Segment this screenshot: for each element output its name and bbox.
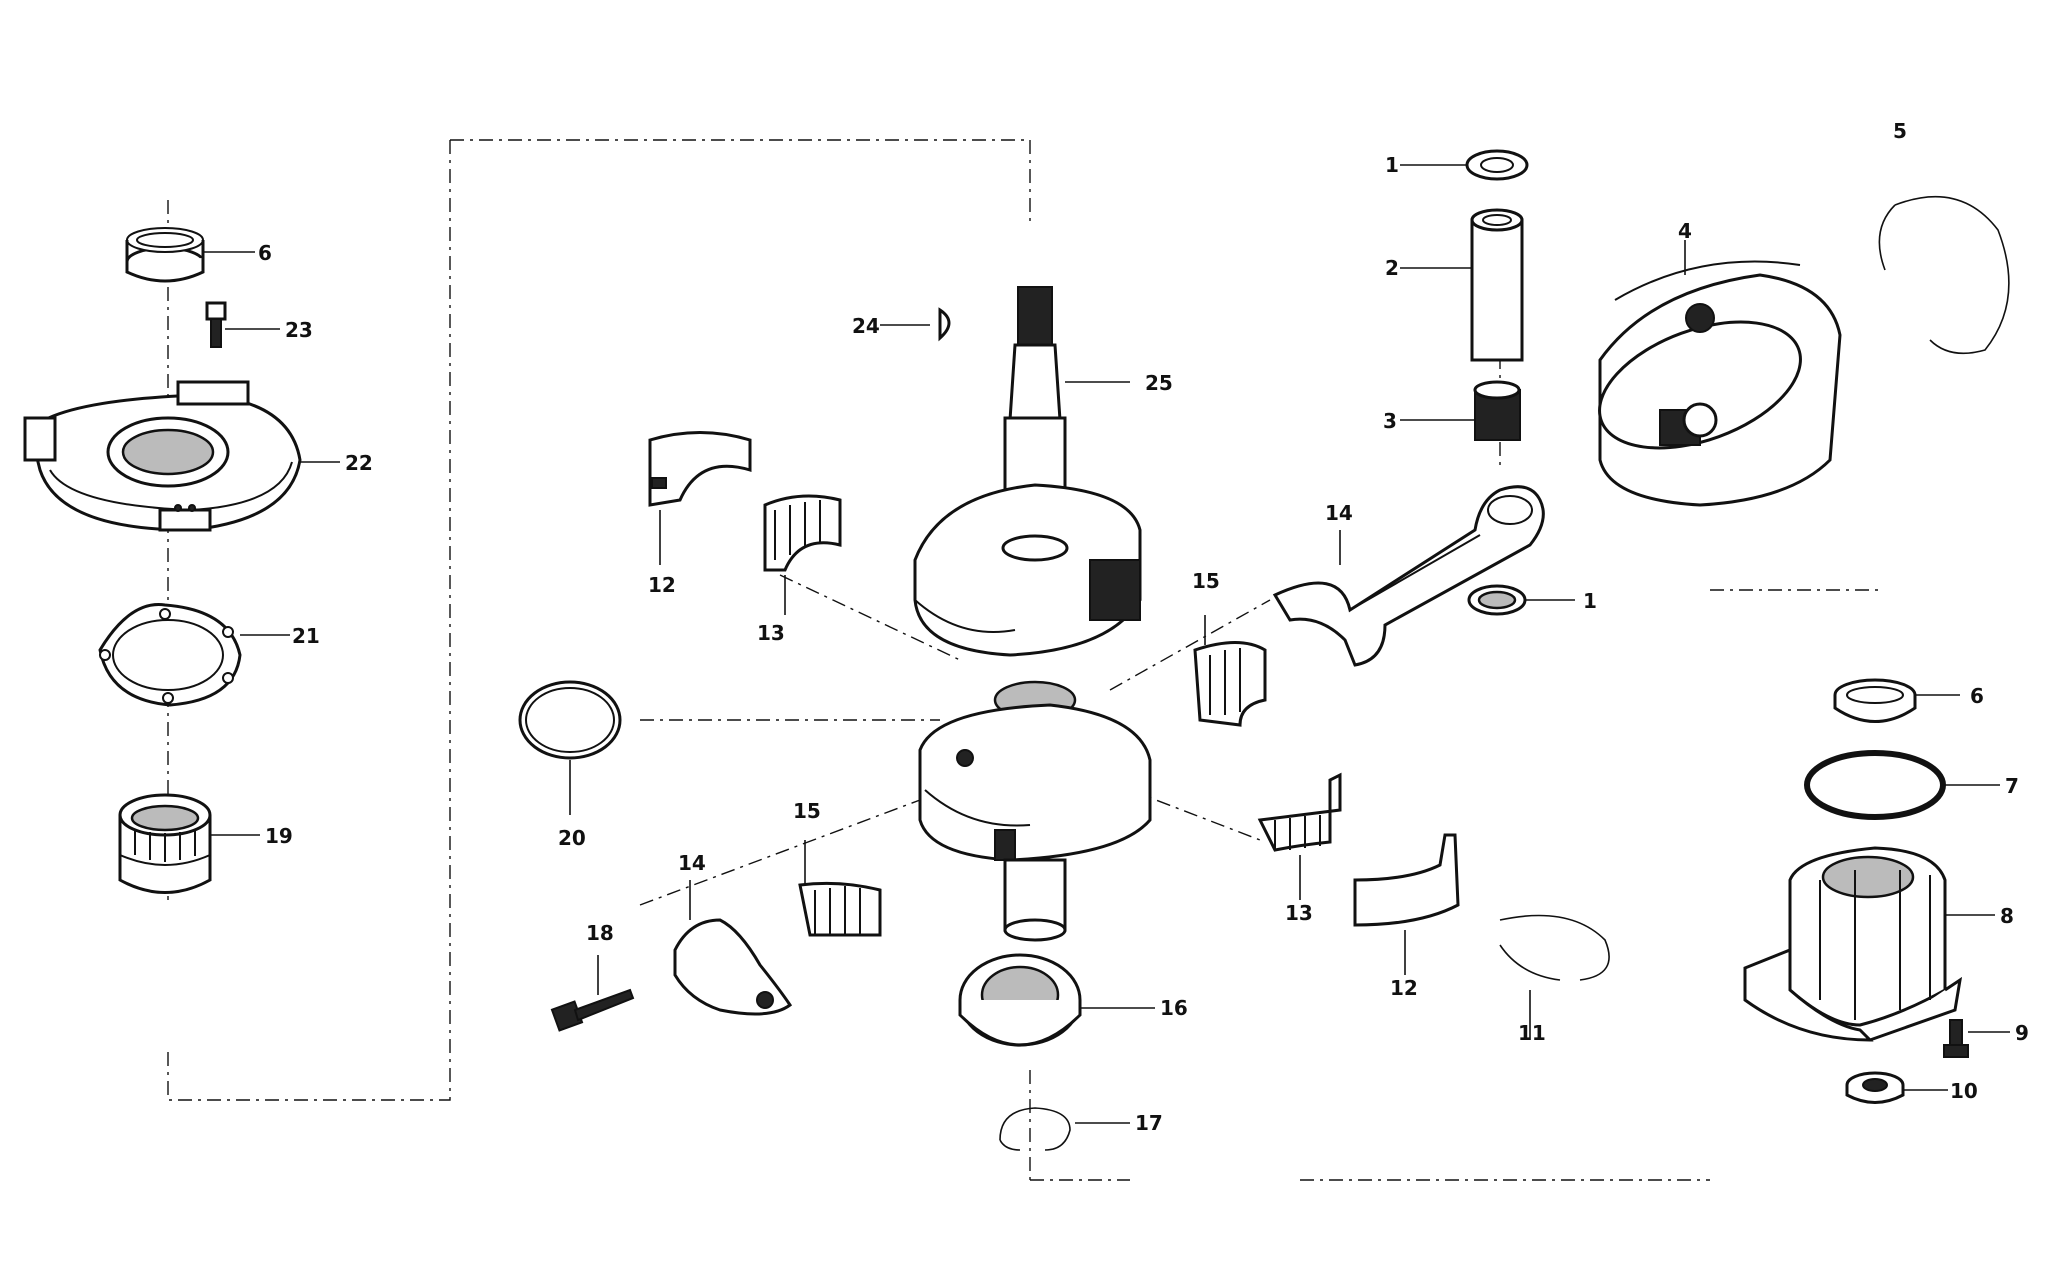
bolt-23 bbox=[205, 301, 227, 348]
callout-10: 10 bbox=[1950, 1079, 1978, 1103]
callout-15-lower: 15 bbox=[793, 799, 821, 823]
seal-ring-right bbox=[1833, 678, 1917, 723]
rod-cap bbox=[673, 918, 793, 1016]
callout-12-upper: 12 bbox=[648, 573, 676, 597]
callout-11: 11 bbox=[1518, 1021, 1546, 1045]
crankshaft bbox=[913, 286, 1152, 942]
callout-8: 8 bbox=[2000, 904, 2014, 928]
roller-bearing bbox=[118, 793, 212, 894]
callout-20: 20 bbox=[558, 826, 586, 850]
callout-15-right: 15 bbox=[1192, 569, 1220, 593]
thrust-washer-lower bbox=[1467, 584, 1527, 616]
seal-ring-left bbox=[125, 227, 205, 283]
leader-lines bbox=[203, 164, 2010, 1124]
cap-screw bbox=[550, 988, 635, 1032]
bearing-housing-plate bbox=[23, 380, 302, 532]
piston-pin bbox=[1470, 208, 1524, 362]
ball-bearing bbox=[958, 953, 1082, 1047]
piston-ring bbox=[1878, 195, 2010, 355]
callout-5: 5 bbox=[1893, 119, 1907, 143]
callout-14-lower: 14 bbox=[678, 851, 706, 875]
callout-17: 17 bbox=[1135, 1111, 1163, 1135]
lower-bearing-housing bbox=[1743, 846, 1963, 1042]
callout-13-upper: 13 bbox=[757, 621, 785, 645]
o-ring bbox=[1804, 750, 1946, 820]
callout-19: 19 bbox=[265, 824, 293, 848]
bearing-shell-lower-right bbox=[1353, 833, 1460, 927]
callout-13-lower: 13 bbox=[1285, 901, 1313, 925]
callout-7: 7 bbox=[2005, 774, 2019, 798]
callout-9: 9 bbox=[2015, 1021, 2029, 1045]
callout-6-right: 6 bbox=[1970, 684, 1984, 708]
piston bbox=[1598, 260, 1842, 507]
callout-labels: 6 23 22 21 19 20 12 13 24 25 15 14 1 2 3… bbox=[258, 119, 2029, 1135]
callout-12-lower: 12 bbox=[1390, 976, 1418, 1000]
woodruff-key bbox=[938, 307, 951, 342]
callout-1-lower: 1 bbox=[1583, 589, 1597, 613]
callout-2: 2 bbox=[1385, 256, 1399, 280]
callout-6-left: 6 bbox=[258, 241, 272, 265]
needle-cage-lower-right bbox=[1257, 772, 1342, 852]
callout-16: 16 bbox=[1160, 996, 1188, 1020]
housing-screw bbox=[1943, 1019, 1969, 1058]
snap-ring bbox=[999, 1107, 1071, 1151]
shaft-seal bbox=[1845, 1071, 1905, 1104]
callout-22: 22 bbox=[345, 451, 373, 475]
callout-25: 25 bbox=[1145, 371, 1173, 395]
callout-4: 4 bbox=[1678, 219, 1692, 243]
needle-cage-right bbox=[1193, 641, 1267, 727]
retaining-ring bbox=[1499, 914, 1610, 981]
callout-1-top: 1 bbox=[1385, 153, 1399, 177]
callout-3: 3 bbox=[1383, 409, 1397, 433]
callout-21: 21 bbox=[292, 624, 320, 648]
callout-18: 18 bbox=[586, 921, 614, 945]
needle-cage-lower-left bbox=[798, 881, 882, 937]
needle-cage-upper-left bbox=[763, 494, 842, 572]
callout-23: 23 bbox=[285, 318, 313, 342]
bearing-shell-upper-left bbox=[648, 431, 752, 507]
thrust-ring bbox=[518, 680, 622, 760]
gasket bbox=[98, 603, 242, 707]
connecting-rod bbox=[1272, 485, 1545, 667]
pin-needle-bearing bbox=[1473, 380, 1521, 441]
thrust-washer-top bbox=[1465, 149, 1529, 181]
callout-14-right: 14 bbox=[1325, 501, 1353, 525]
callout-24: 24 bbox=[852, 314, 880, 338]
